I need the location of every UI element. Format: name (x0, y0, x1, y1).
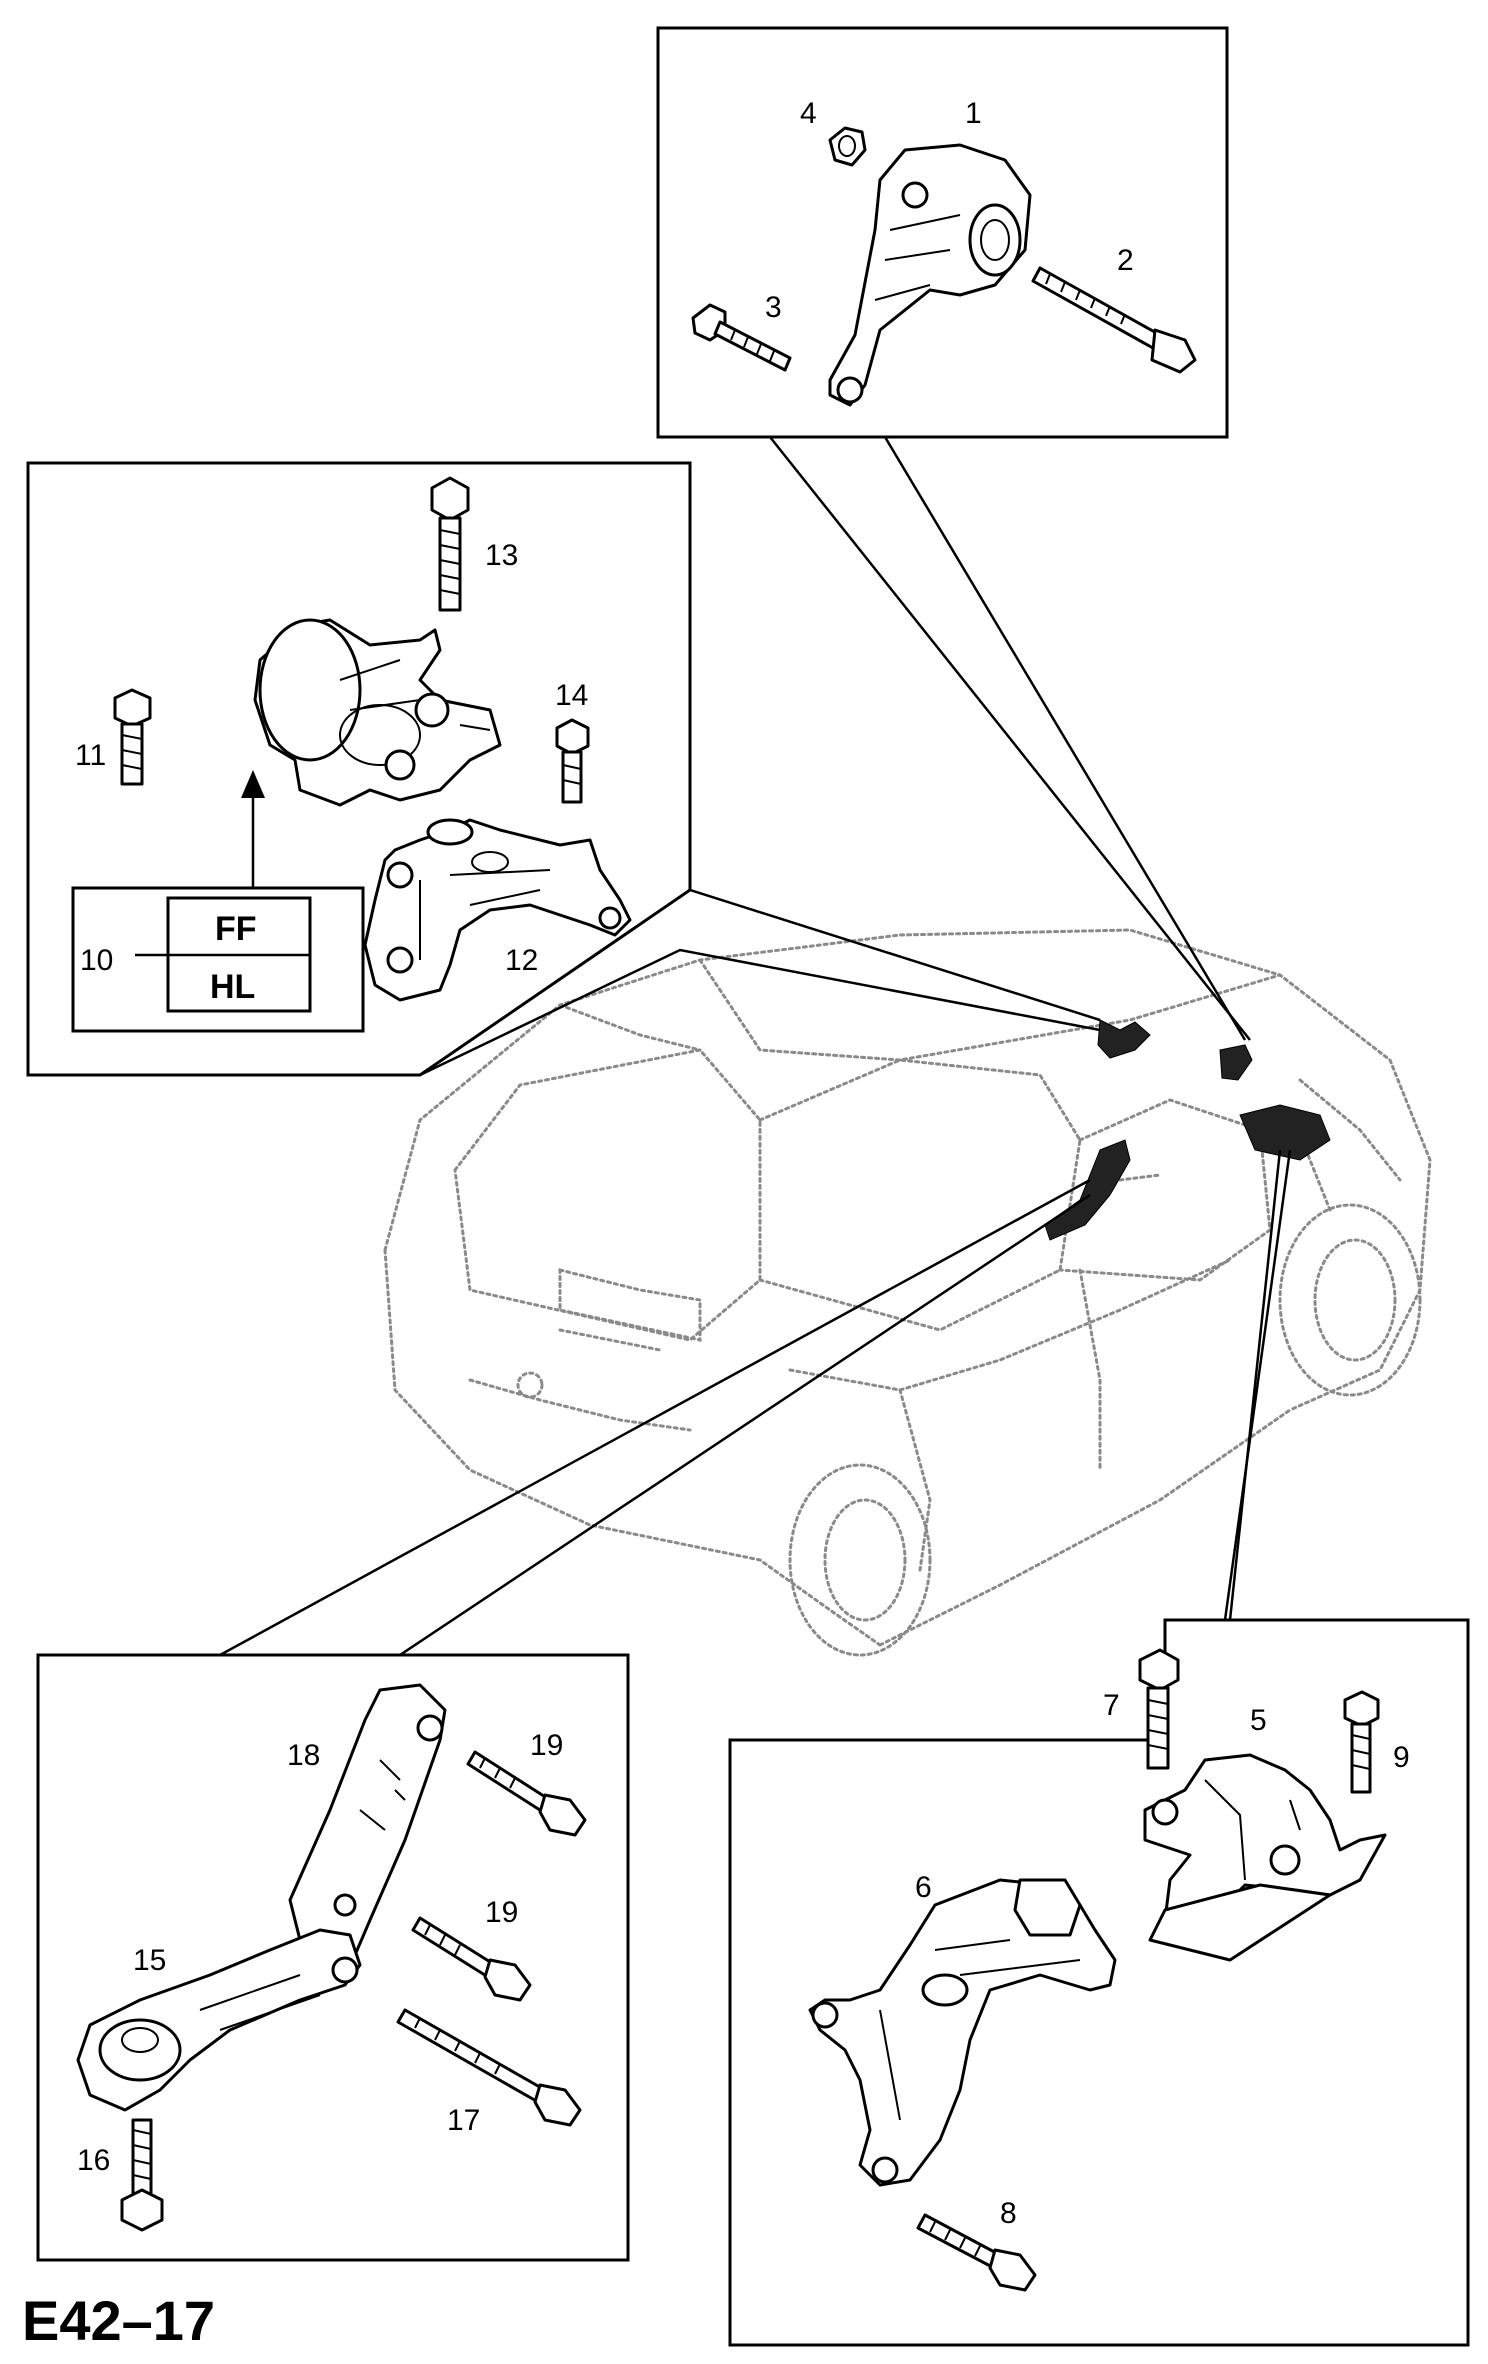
callout-10: 10 (80, 944, 113, 977)
mount-location-rear-marker (1044, 1139, 1131, 1241)
mount-location-left-marker (1097, 1019, 1151, 1059)
mount-location-markers (1044, 1019, 1331, 1241)
mount-location-upper-right-marker (1219, 1044, 1253, 1081)
bolt-part-11 (113, 688, 152, 786)
bolt-part-19-lower (411, 1916, 532, 2002)
callout-3: 3 (765, 291, 782, 324)
panel-left-mount (26, 461, 692, 1077)
variant-label-hl: HL (210, 968, 255, 1006)
bolt-part-14 (555, 718, 590, 804)
bolt-part-13 (430, 476, 470, 612)
callout-14: 14 (555, 679, 588, 712)
callout-13: 13 (485, 539, 518, 572)
bolt-part-17 (396, 2008, 582, 2127)
callout-18: 18 (287, 1739, 320, 1772)
bolt-part-2 (1031, 266, 1197, 374)
callout-8: 8 (1000, 2197, 1017, 2230)
callout-19-upper: 19 (530, 1729, 563, 1762)
callout-16: 16 (77, 2144, 110, 2177)
panel-right-mount (728, 1618, 1470, 2347)
panel-upper-mount (656, 26, 1229, 439)
bolt-part-16 (120, 2118, 164, 2232)
vehicle-outline (383, 928, 1432, 1657)
mount-location-front-right-marker (1239, 1104, 1331, 1161)
bolt-part-3 (691, 303, 792, 372)
callout-19-lower: 19 (485, 1896, 518, 1929)
variant-label-ff: FF (215, 910, 257, 948)
engine-mount-part-5 (1143, 1753, 1387, 1962)
callout-4: 4 (800, 97, 817, 130)
engine-mount-part-10 (253, 618, 502, 807)
mount-bracket-part-12 (363, 818, 632, 1002)
callout-labels: 1 2 3 4 5 6 7 8 9 10 11 12 13 14 15 16 1… (75, 97, 1410, 2230)
nut-part-4 (828, 126, 867, 167)
torque-rod-part-15 (76, 1928, 362, 2112)
callout-11: 11 (75, 739, 106, 772)
bolt-part-19-upper (466, 1750, 587, 1837)
callout-17: 17 (447, 2104, 480, 2137)
callout-15: 15 (133, 1944, 166, 1977)
callout-5: 5 (1250, 1704, 1267, 1737)
callout-7: 7 (1103, 1689, 1120, 1722)
bolt-part-9 (1343, 1690, 1380, 1794)
callout-12: 12 (505, 944, 538, 977)
diagram-code: E42–17 (22, 2289, 215, 2352)
callout-6: 6 (915, 1871, 932, 1904)
callout-2: 2 (1117, 244, 1134, 277)
panel-rear-mount (36, 1653, 630, 2262)
callout-9: 9 (1393, 1741, 1410, 1774)
mount-bracket-part-6 (808, 1878, 1117, 2187)
arrow-up-icon (241, 770, 265, 798)
bolt-part-7 (1138, 1648, 1180, 1770)
bolt-part-8 (916, 2213, 1037, 2292)
callout-1: 1 (965, 97, 982, 130)
